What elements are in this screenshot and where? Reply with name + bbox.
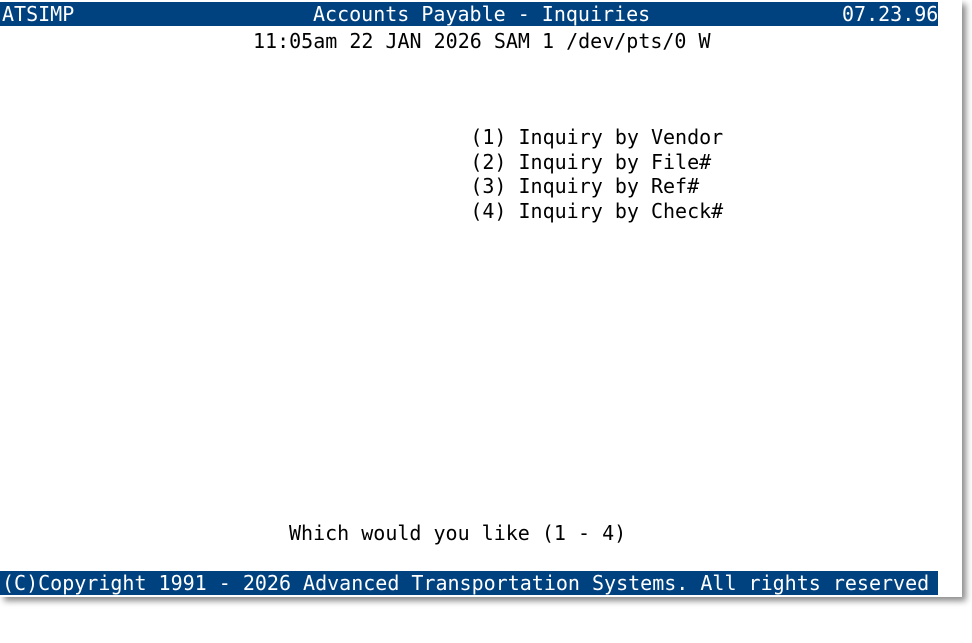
- status-line: 11:05am 22 JAN 2026 SAM 1 /dev/pts/0 W: [253, 29, 711, 53]
- terminal-screen[interactable]: ATSIMP Accounts Payable - Inquiries 07.2…: [0, 2, 938, 596]
- footer-bar: (C)Copyright 1991 - 2026 Advanced Transp…: [0, 571, 938, 595]
- menu-item-file[interactable]: (2) Inquiry by File#: [374, 126, 711, 174]
- menu-item-vendor[interactable]: (1) Inquiry by Vendor: [374, 101, 723, 149]
- terminal-window: ATSIMP Accounts Payable - Inquiries 07.2…: [0, 2, 939, 596]
- menu-item-key: (4): [470, 199, 507, 223]
- menu-item-label: Inquiry by File#: [518, 150, 712, 174]
- menu-list: (1) Inquiry by Vendor (2) Inquiry by Fil…: [0, 125, 938, 314]
- screen-title: Accounts Payable - Inquiries: [313, 2, 651, 26]
- version-number: 07.23.96: [842, 2, 939, 26]
- menu-item-key: (3): [470, 174, 507, 198]
- menu-item-check[interactable]: (4) Inquiry by Check#: [374, 175, 723, 223]
- menu-item-key: (2): [470, 150, 507, 174]
- menu-item-label: Inquiry by Check#: [518, 199, 724, 223]
- menu-item-ref[interactable]: (3) Inquiry by Ref#: [374, 150, 699, 198]
- header-bar: ATSIMP Accounts Payable - Inquiries 07.2…: [0, 2, 938, 26]
- copyright-text: (C)Copyright 1991 - 2026 Advanced Transp…: [2, 571, 930, 595]
- menu-item-key: (1): [470, 125, 507, 149]
- menu-item-label: Inquiry by Ref#: [518, 174, 700, 198]
- menu-item-label: Inquiry by Vendor: [518, 125, 724, 149]
- app-id: ATSIMP: [2, 2, 75, 26]
- selection-prompt[interactable]: Which would you like (1 - 4): [289, 521, 627, 545]
